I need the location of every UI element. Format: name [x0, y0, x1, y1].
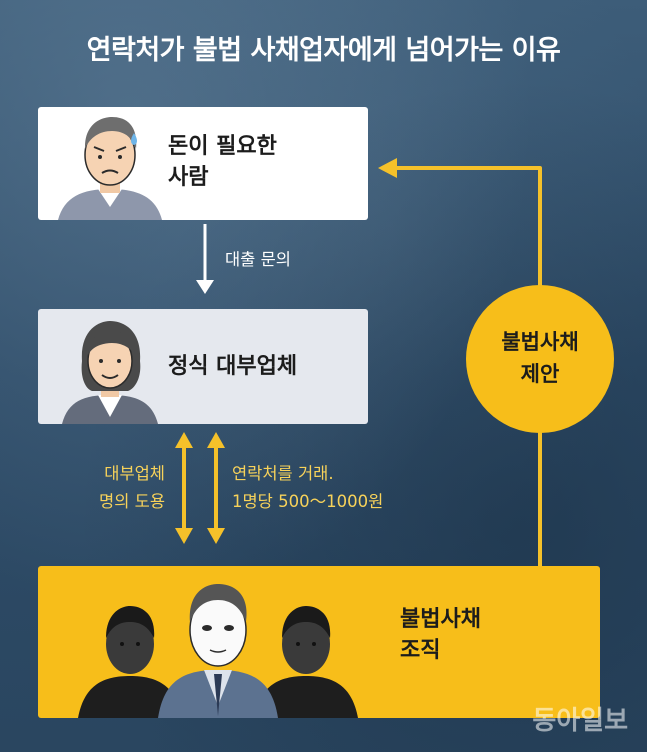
offer-line1: 불법사채 — [501, 330, 579, 354]
masked-group-icon — [78, 584, 358, 718]
name-theft-line2: 명의 도용 — [99, 492, 165, 511]
offer-circle — [466, 285, 614, 433]
illegal-org-line2: 조직 — [400, 638, 441, 663]
illegal-org-line1: 불법사채 — [400, 607, 481, 632]
offer-arrow — [378, 158, 542, 566]
inquiry-arrow — [196, 224, 214, 294]
businesswoman-icon — [62, 321, 158, 424]
watermark: 동아일보 — [532, 706, 628, 736]
person-in-need-box — [38, 107, 368, 220]
licensed-lender-label: 정식 대부업체 — [168, 354, 298, 379]
name-theft-label: 대부업체 명의 도용 — [69, 460, 165, 516]
diagram-title: 연락처가 불법 사채업자에게 넘어가는 이유 — [86, 35, 561, 66]
worried-man-icon — [58, 117, 162, 220]
illegal-org-label: 불법사채 조직 — [400, 604, 570, 666]
contact-trade-line2: 1명당 500～1000원 — [232, 492, 384, 511]
licensed-lender-box — [38, 309, 368, 424]
person-in-need-line2: 사람 — [168, 165, 209, 190]
shadow-figure-right-icon — [254, 606, 358, 718]
offer-line2: 제안 — [520, 362, 560, 386]
person-in-need-label: 돈이 필요한 사람 — [168, 131, 348, 193]
contact-trade-line1: 연락처를 거래. — [232, 464, 334, 483]
inquiry-label: 대출 문의 — [225, 250, 291, 269]
shadow-figure-left-icon — [78, 606, 182, 718]
illegal-org-box — [38, 566, 600, 718]
name-theft-line1: 대부업체 — [104, 464, 165, 483]
offer-label: 불법사채 제안 — [466, 326, 614, 390]
masked-figure-icon — [158, 584, 278, 718]
person-in-need-line1: 돈이 필요한 — [168, 134, 277, 159]
contact-trade-double-arrow — [207, 432, 225, 544]
name-theft-double-arrow — [175, 432, 193, 544]
contact-trade-label: 연락처를 거래. 1명당 500～1000원 — [232, 460, 432, 516]
